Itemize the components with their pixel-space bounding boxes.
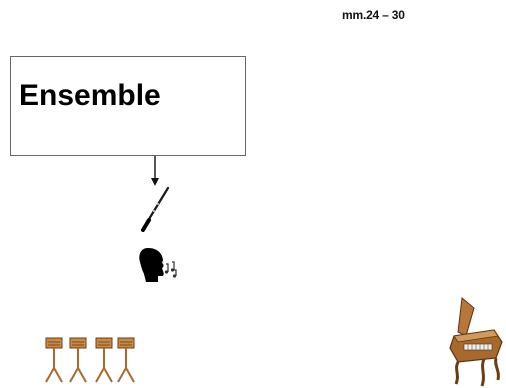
music-stand-icon xyxy=(95,337,113,383)
music-stand-icon xyxy=(45,337,63,383)
clarinet-icon xyxy=(141,186,170,232)
ensemble-title: Ensemble xyxy=(19,79,161,112)
ensemble-box: Ensemble xyxy=(10,56,246,156)
measures-label: mm.24 – 30 xyxy=(342,8,405,22)
music-stand-icon xyxy=(117,337,135,383)
singing-head-icon xyxy=(139,248,177,282)
down-arrow-icon xyxy=(151,156,159,186)
harpsichord-icon xyxy=(449,297,503,387)
music-stands-group xyxy=(45,337,135,383)
music-stand-icon xyxy=(69,337,87,383)
